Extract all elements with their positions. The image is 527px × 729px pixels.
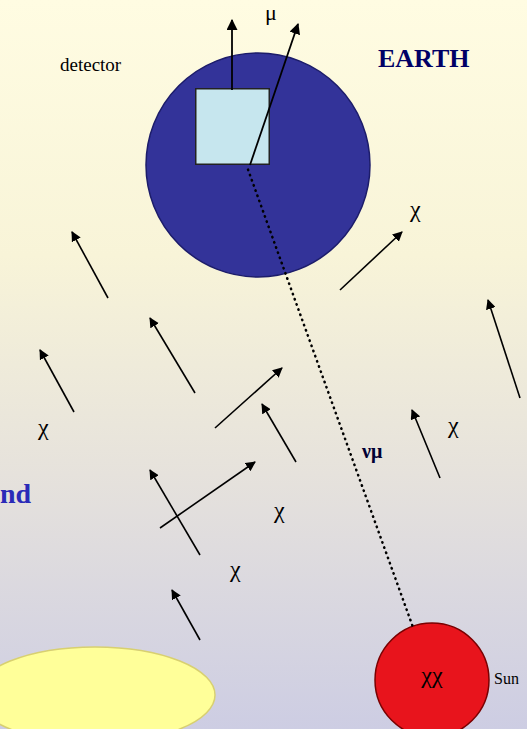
earth-circle [146,53,370,277]
sun-circle [375,623,489,729]
planet-label-holder: EARTH [378,44,470,74]
sun-label-holder: Sun [494,670,519,688]
detector-box [196,89,270,165]
wimp-symbol-holder: χ [230,556,241,584]
cropped-heading: nd [0,478,31,510]
muon-symbol: μ [265,0,277,25]
detector-box: detector [195,88,270,165]
muon-track-arrows [232,20,298,165]
wimp-flux-arrows [40,232,520,640]
wimp-symbol: χ [230,556,241,584]
wimp-symbol: χ [274,497,285,525]
wimp-symbol: χ [410,196,421,224]
highlight-ellipse [0,647,215,729]
cropped-heading-holder: nd [0,478,31,510]
earth-circle-outline [145,52,371,278]
neutrino-label: νμ [362,440,382,463]
detector-label-holder: detector [60,54,121,76]
sun-label: Sun [494,670,519,688]
detector-box-outline [195,88,270,165]
particle-pair-holder: χχ [421,662,442,690]
sun-circle: χχSun [374,622,490,729]
wimp-symbol-holder: χ [410,196,421,224]
edge-label-holder: νμ [362,440,382,463]
wimp-symbol-holder: χ [38,414,49,442]
detector-label: detector [60,54,121,76]
planet-label: EARTH [378,44,470,74]
particle-pair: χχ [421,662,442,690]
muon-symbol-holder: μ [265,0,277,25]
wimp-symbol: χ [448,412,459,440]
wimp-symbol: χ [38,414,49,442]
neutrino-path [246,165,412,625]
wimp-symbol-holder: χ [448,412,459,440]
earth-circle: EARTHdetector [145,52,371,278]
wimp-symbol-holder: χ [274,497,285,525]
